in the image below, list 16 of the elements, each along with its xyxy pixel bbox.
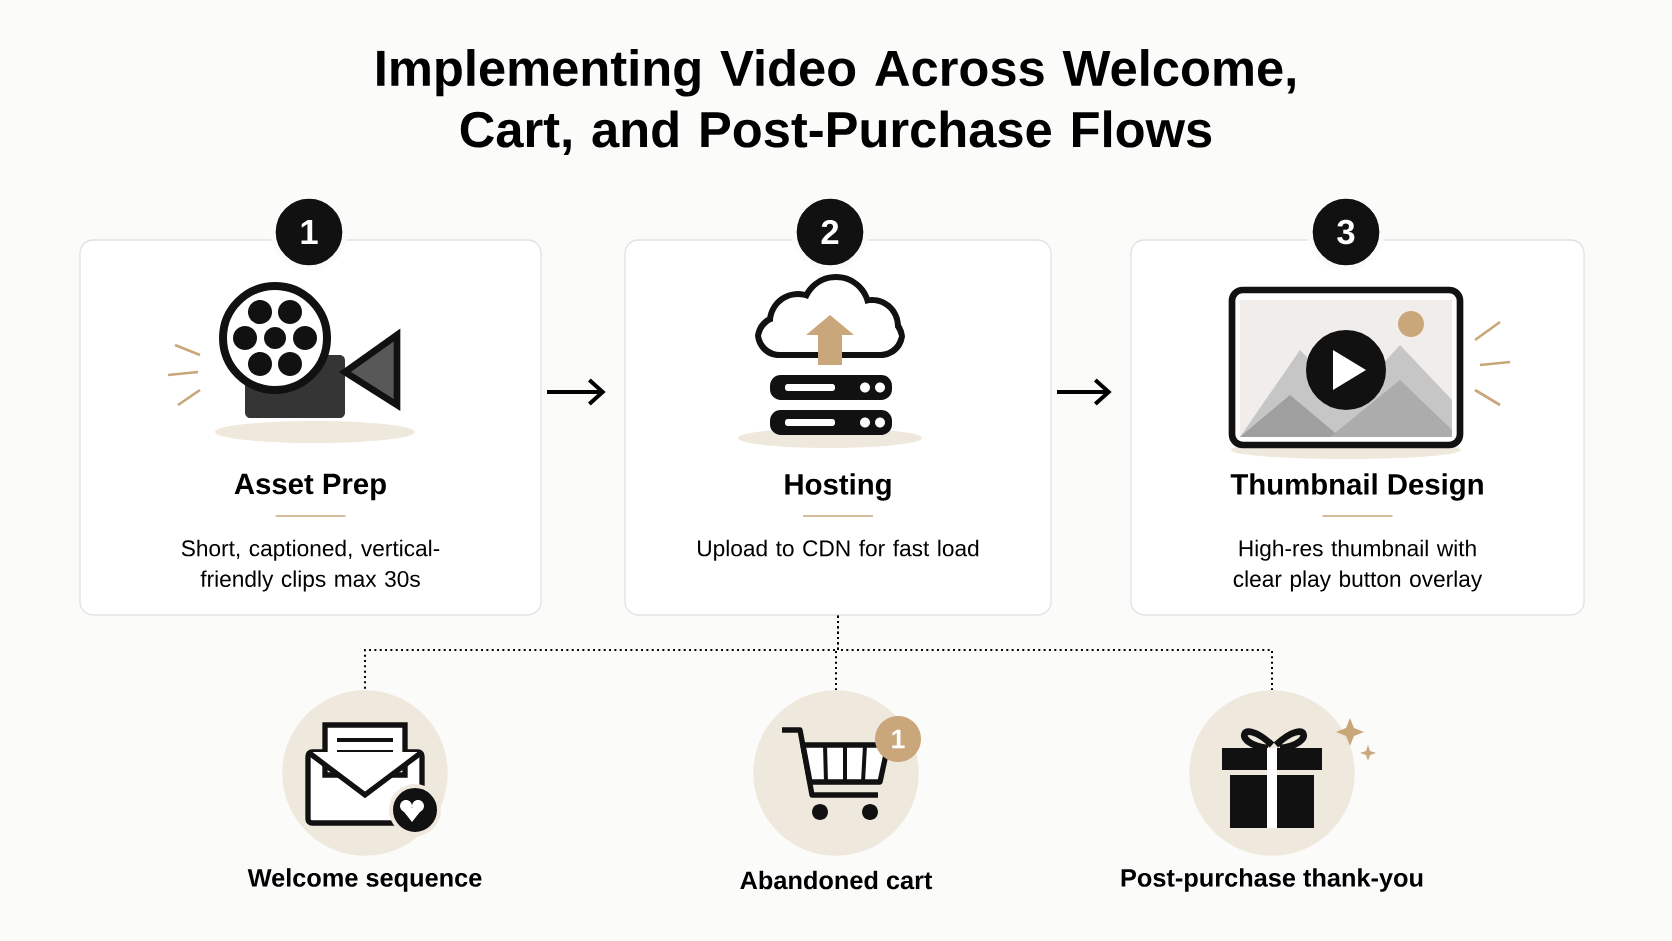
title: Implementing Video Across Welcome, Cart, and Post-Purchase Flows <box>377 49 1295 155</box>
step-heading: Thumbnail Design <box>1230 473 1483 501</box>
connector-line <box>837 614 1273 692</box>
number-badge: 3 <box>1307 193 1385 271</box>
arrow <box>547 378 606 406</box>
step-description: High-res thumbnail with clear play button overlay <box>1233 539 1483 592</box>
step-heading: Hosting <box>785 473 891 501</box>
flow-label: Post-purchase thank-you <box>1121 868 1423 892</box>
number-badge: 1 <box>270 193 348 271</box>
step-description: Short, captioned, vertical-friendly clips max 30s <box>181 539 440 592</box>
step-heading: Asset Prep <box>234 473 386 501</box>
step-description: Upload to CDN for fast load <box>698 539 979 561</box>
arrow <box>1057 378 1112 406</box>
flow-label: Abandoned cart <box>740 870 933 890</box>
number-badge: 2 <box>791 193 869 271</box>
flow-label: Welcome sequence <box>247 868 482 892</box>
